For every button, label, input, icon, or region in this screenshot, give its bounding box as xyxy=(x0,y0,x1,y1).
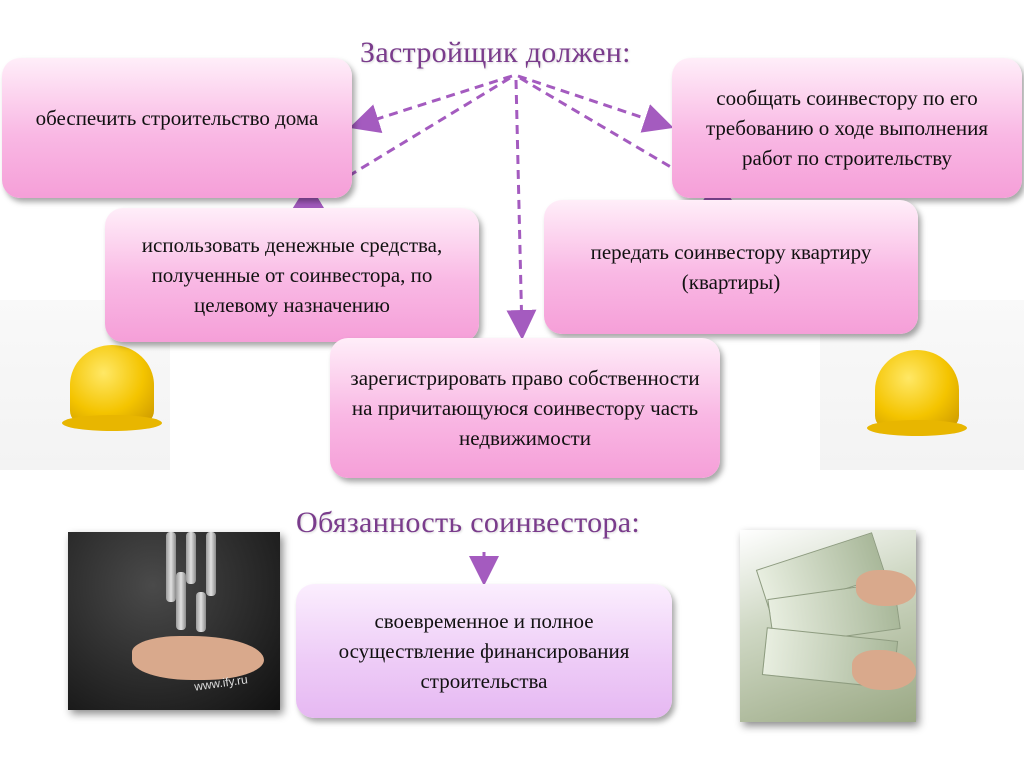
duty-text: обеспечить строительство дома xyxy=(35,106,319,130)
developer-duty-box: передать соинвестору квартиру (квартиры) xyxy=(544,200,918,334)
developer-duty-box: использовать денежные средства, полученн… xyxy=(105,208,479,342)
coinvestor-duty-box: своевременное и полное осуществление фин… xyxy=(296,584,672,718)
hand xyxy=(852,650,916,690)
arrow-to-duty-1 xyxy=(349,74,513,134)
coins-photo: www.ify.ru xyxy=(68,532,280,710)
open-hand xyxy=(132,636,264,680)
hand xyxy=(856,570,916,606)
duty-text: своевременное и полное осуществление фин… xyxy=(338,609,630,693)
coinvestor-heading: Обязанность соинвестора: xyxy=(296,506,640,539)
arrow-to-duty-5 xyxy=(506,79,537,340)
coin-stack xyxy=(196,592,206,632)
developer-duty-box: обеспечить строительство дома xyxy=(2,58,352,198)
duty-text: использовать денежные средства, полученн… xyxy=(141,233,443,317)
developer-duty-box: зарегистрировать право собственности на … xyxy=(330,338,720,478)
coin-stack xyxy=(206,532,216,596)
coin-stack xyxy=(176,572,186,630)
arrow-to-duty-3 xyxy=(290,76,511,212)
hardhat-left-icon xyxy=(62,345,162,431)
developer-duty-box: сообщать соинвестору по его требованию о… xyxy=(672,58,1022,198)
developer-heading: Застройщик должен: xyxy=(360,36,631,69)
coin-stack xyxy=(186,532,196,584)
banknotes-photo xyxy=(740,530,916,722)
duty-text: сообщать соинвестору по его требованию о… xyxy=(705,86,989,170)
hardhat-right-icon xyxy=(867,350,967,436)
duty-text: передать соинвестору квартиру (квартиры) xyxy=(590,240,872,294)
duty-text: зарегистрировать право собственности на … xyxy=(350,366,700,450)
arrow-to-duty-2 xyxy=(517,74,674,133)
coin-stack xyxy=(166,532,176,602)
